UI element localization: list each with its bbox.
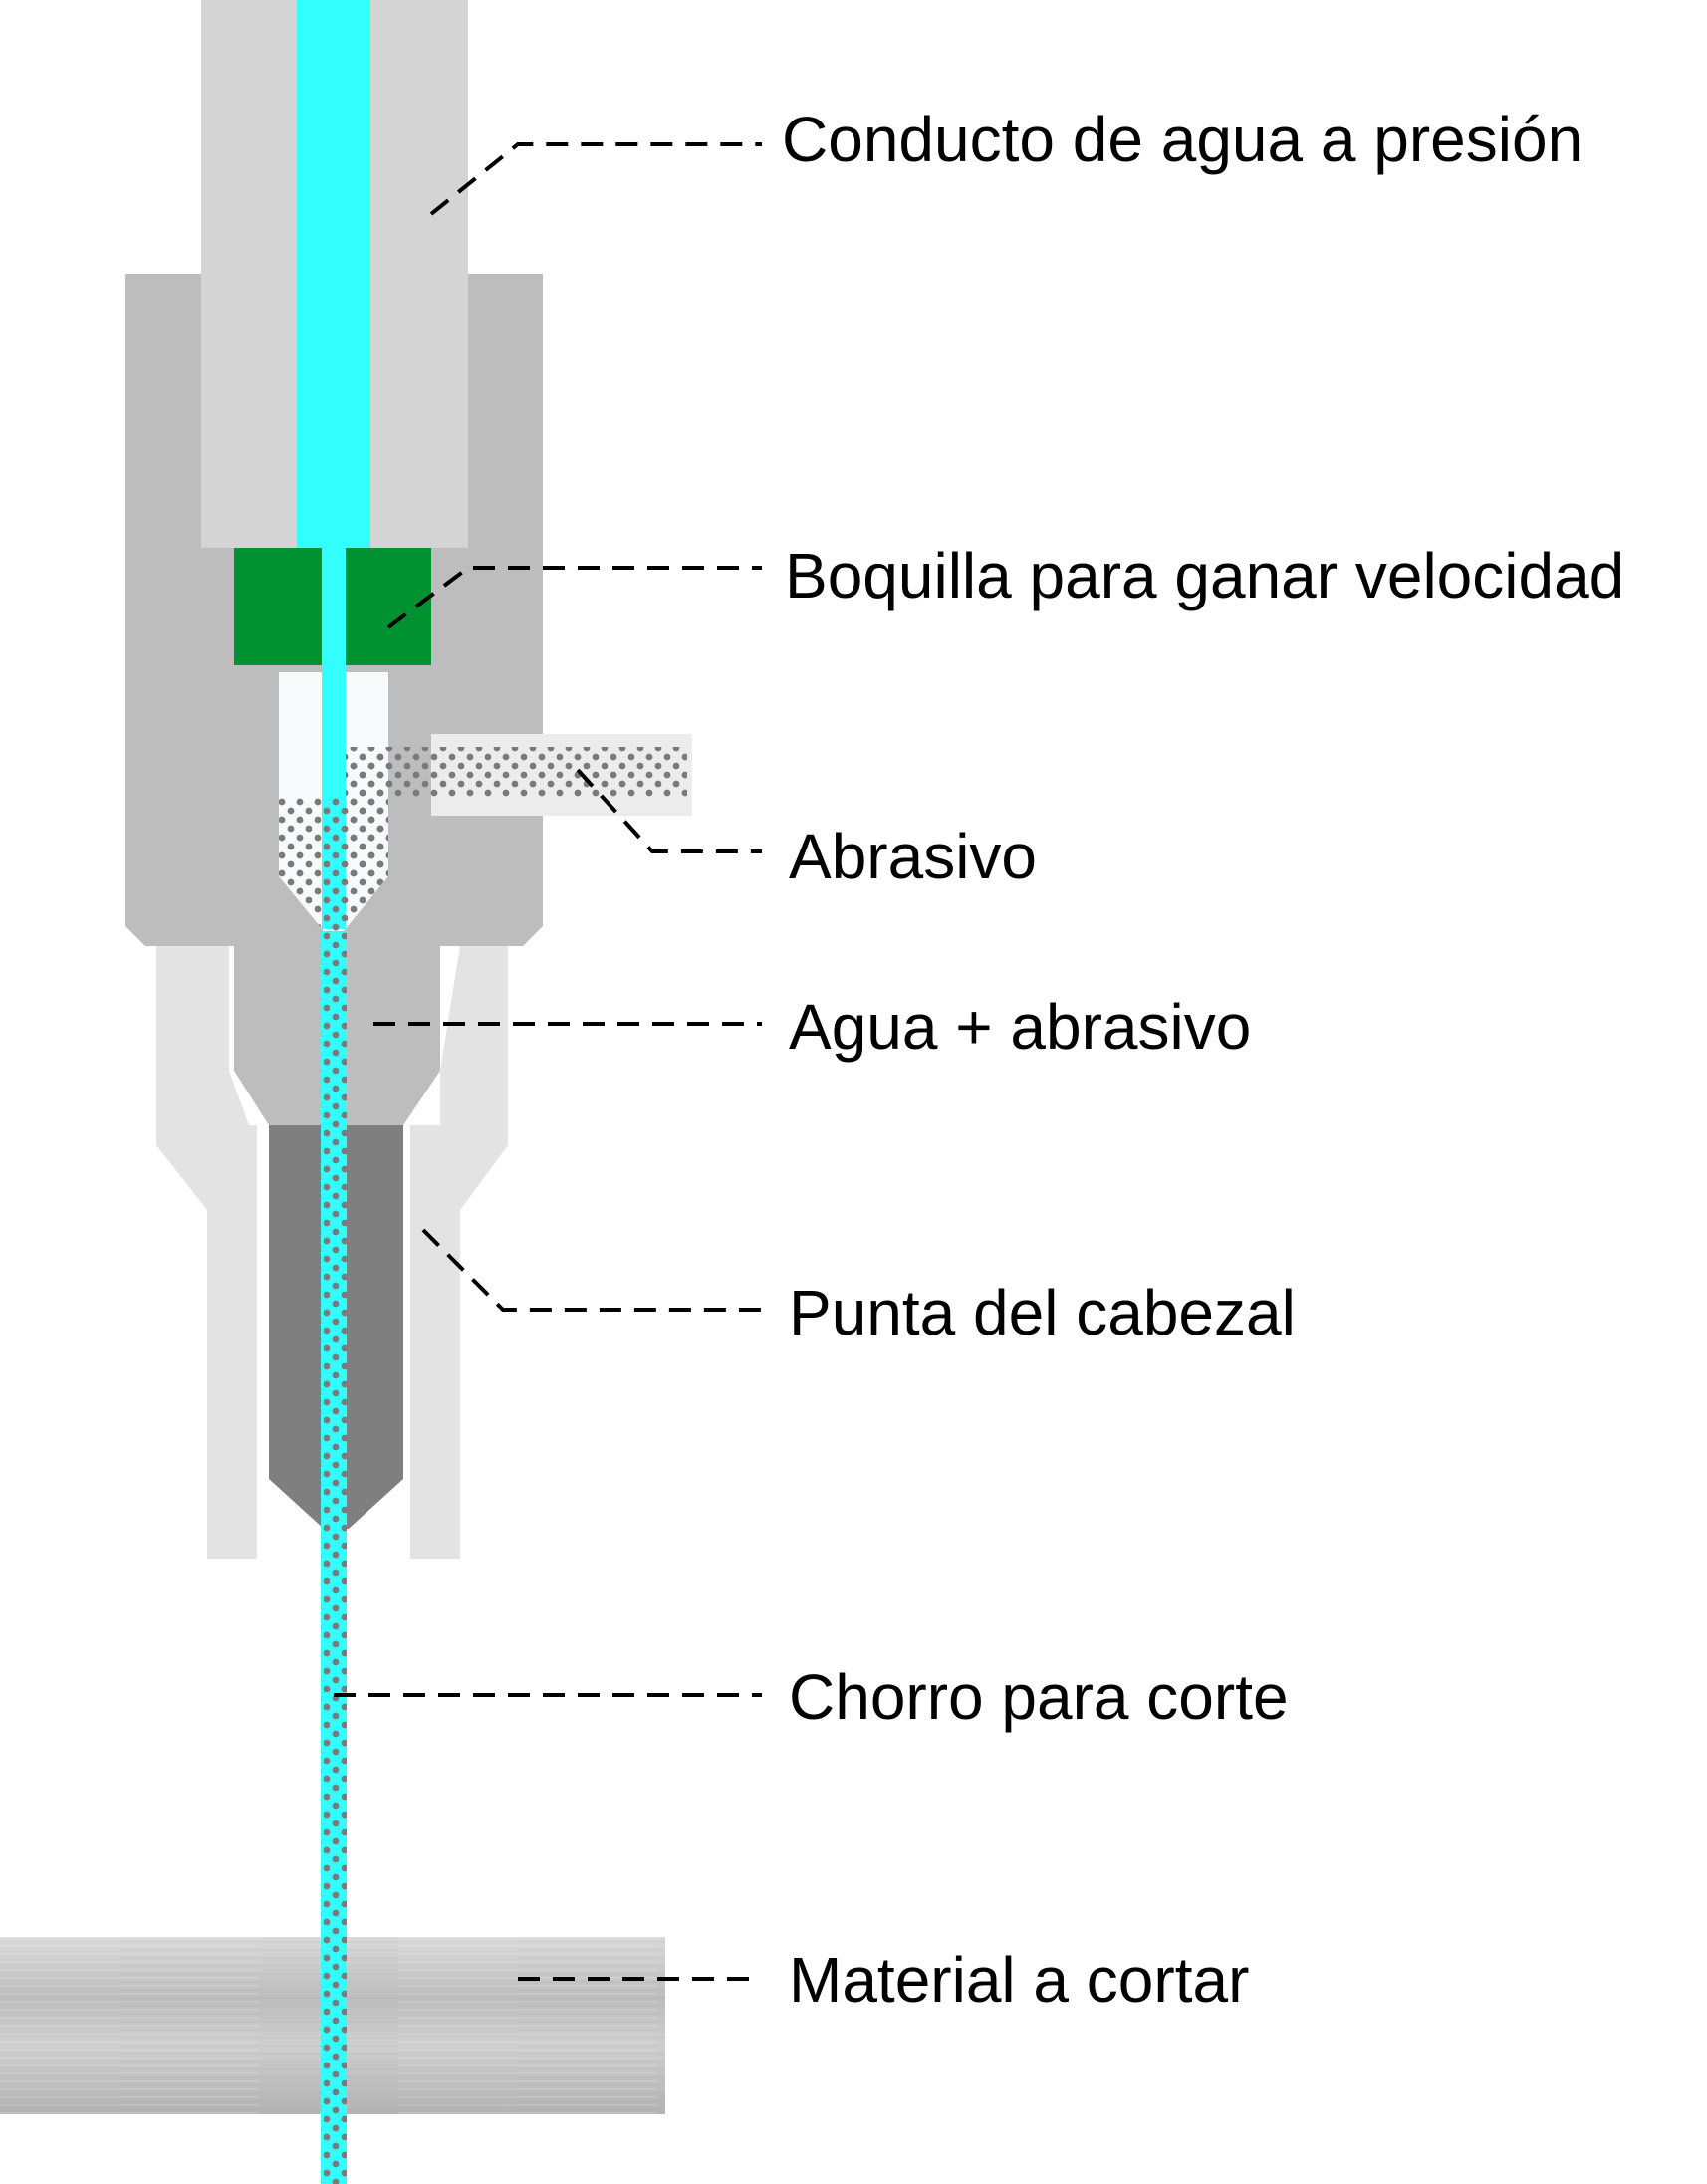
abrasive-feed-stream	[344, 747, 687, 797]
leader-speed-nozzle	[386, 566, 762, 629]
nozzle-orifice-water	[322, 548, 346, 665]
cutting-jet-abrasive-dots	[321, 931, 347, 2184]
leader-abrasive	[576, 768, 762, 853]
pressure-water-channel	[297, 0, 370, 548]
label-material: Material a cortar	[789, 1944, 1249, 2016]
leader-head-tip	[421, 1228, 762, 1312]
chamber-water-jet-dots	[322, 797, 346, 931]
outer-sleeve	[156, 946, 508, 1559]
label-speed-nozzle: Boquilla para ganar velocidad	[785, 540, 1624, 611]
label-head-tip: Punta del cabezal	[789, 1277, 1296, 1348]
label-abrasive: Abrasivo	[789, 821, 1037, 892]
label-cutting-jet: Chorro para corte	[789, 1661, 1289, 1733]
label-pressure-duct: Conducto de agua a presión	[782, 104, 1583, 175]
leader-pressure-duct	[429, 142, 762, 216]
label-water-abrasive: Agua + abrasivo	[789, 991, 1251, 1063]
